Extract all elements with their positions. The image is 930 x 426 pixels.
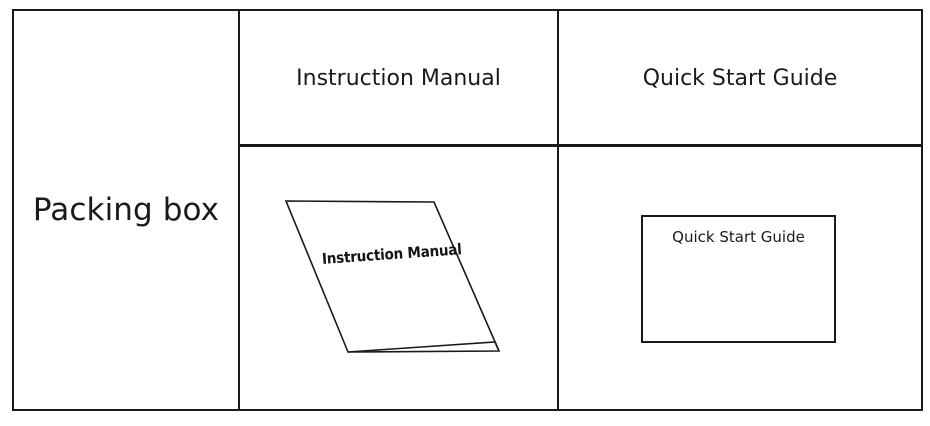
quick-start-guide-sheet-caption: Quick Start Guide: [672, 228, 805, 246]
instruction-manual-sheet-shape: [270, 185, 520, 365]
header-quick-start-guide-label: Quick Start Guide: [642, 65, 838, 91]
packing-box-label: Packing box: [32, 192, 220, 228]
header-instruction-manual-label: Instruction Manual: [296, 65, 501, 91]
column-divider-2: [557, 9, 559, 411]
quick-start-guide-sheet-shape: Quick Start Guide: [641, 215, 836, 343]
cell-packing-box: Packing box: [14, 11, 238, 409]
manual-page-thickness-line: [347, 341, 500, 353]
manual-page-face: [284, 200, 501, 353]
manual-parallelogram-svg: [284, 200, 501, 353]
cell-header-quick-start-guide: Quick Start Guide: [559, 11, 921, 145]
cell-header-instruction-manual: Instruction Manual: [240, 11, 557, 145]
column-divider-1: [238, 9, 240, 411]
header-separator-rule: [238, 144, 923, 147]
